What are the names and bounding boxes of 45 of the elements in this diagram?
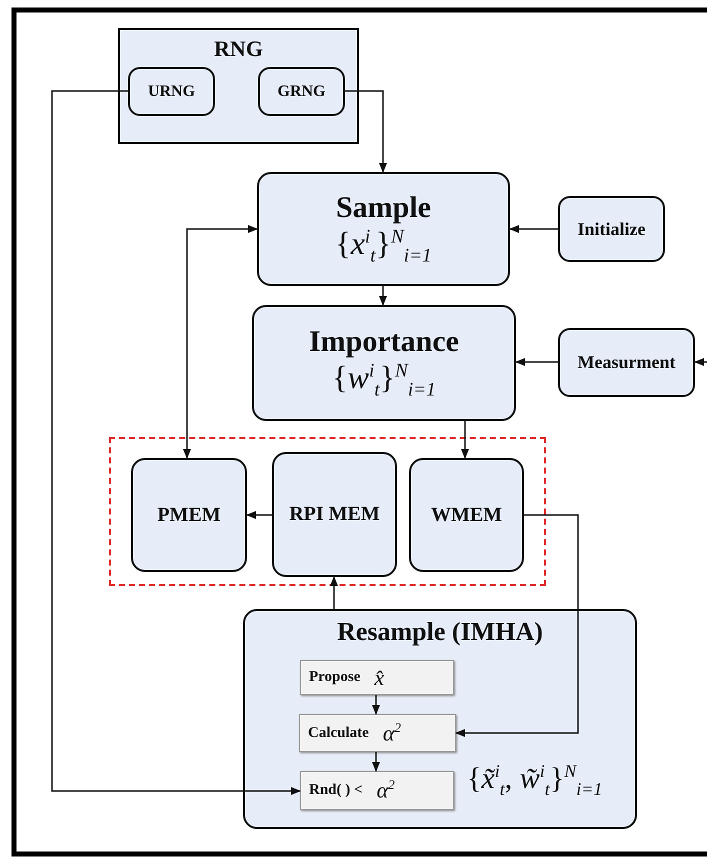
memory-box bbox=[409, 458, 524, 572]
arrow bbox=[330, 576, 338, 609]
formula: x̂ bbox=[374, 664, 384, 690]
arrow bbox=[183, 225, 258, 459]
node-title: Measurment bbox=[578, 352, 676, 373]
node-title: URNG bbox=[148, 82, 196, 100]
arrow bbox=[515, 358, 558, 366]
process-box bbox=[558, 328, 695, 397]
arrow bbox=[51, 90, 301, 795]
node-title: Initialize bbox=[578, 218, 646, 240]
dashed-group-box bbox=[109, 437, 546, 586]
node-title: Importance bbox=[309, 324, 459, 359]
arrow bbox=[694, 358, 707, 366]
step-label: Rnd( ) < bbox=[309, 782, 363, 799]
step-label: Calculate bbox=[308, 724, 369, 742]
step-box bbox=[300, 660, 454, 695]
memory-box bbox=[272, 452, 397, 577]
memory-box bbox=[131, 458, 247, 572]
process-box bbox=[243, 609, 637, 829]
arrow bbox=[461, 421, 469, 459]
node-title: Sample bbox=[336, 190, 431, 225]
arrow bbox=[379, 286, 387, 306]
group-box bbox=[118, 28, 359, 144]
process-box bbox=[558, 196, 665, 262]
arrow bbox=[509, 225, 558, 233]
arrow bbox=[345, 90, 387, 173]
step-box bbox=[300, 771, 454, 810]
node-title: Resample (IMHA) bbox=[336, 617, 544, 647]
node-title: RNG bbox=[214, 36, 263, 62]
arrow bbox=[372, 695, 380, 715]
process-box bbox=[258, 67, 345, 116]
arrow bbox=[246, 511, 272, 519]
formula: α$^{2}$ bbox=[376, 777, 395, 804]
formula: α$^{2}$ bbox=[382, 720, 401, 746]
arrow bbox=[372, 752, 380, 772]
node-title: PMEM bbox=[157, 504, 221, 526]
process-box bbox=[252, 305, 516, 421]
arrow bbox=[455, 514, 579, 737]
step-label: Propose bbox=[309, 669, 360, 686]
process-box bbox=[128, 67, 215, 116]
node-title: WMEM bbox=[430, 504, 502, 526]
node-title: GRNG bbox=[278, 82, 326, 100]
node-title: RPI MEM bbox=[289, 503, 380, 526]
process-box bbox=[257, 172, 510, 286]
step-box bbox=[299, 714, 456, 752]
